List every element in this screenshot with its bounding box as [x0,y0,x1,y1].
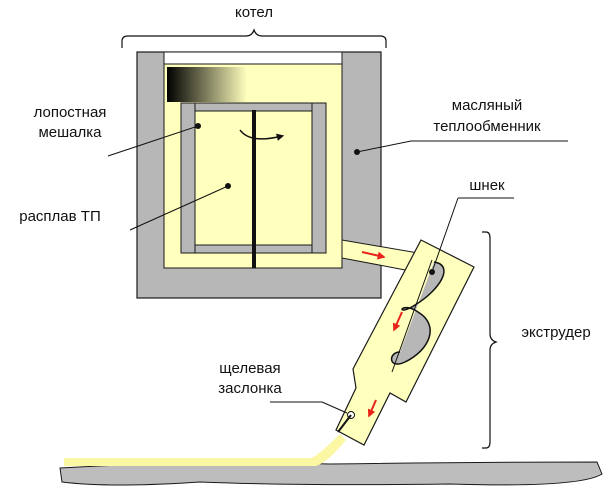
label-screw: шнек [469,177,505,194]
label-oil-1: масляный [452,97,522,114]
label-mixer-2: мешалка [38,124,102,141]
label-kotel: котел [235,4,273,21]
flow-arrow-outlet [367,399,377,418]
label-melt: расплав ТП [19,208,100,225]
mixer-frame-right [311,102,327,254]
label-oil-2: теплообменник [433,118,541,135]
kettle-bracket [121,28,387,48]
screw-axis [391,259,433,373]
kettle-top-gap [163,51,343,65]
mixer-frame-top [180,102,327,112]
leader-melt-dot [225,183,231,189]
gate-blade [337,414,352,433]
flow-arrow-barrel [392,311,403,332]
leader-oil-dot [354,149,360,155]
leader-melt [129,185,229,231]
leader-mixer [107,125,199,157]
leader-mixer-dot [195,123,201,129]
mixer-frame-left [180,102,196,254]
label-mixer-1: лопостная [34,104,107,121]
melt-surface-shade [167,67,247,102]
screw [390,261,445,365]
rotation-arrow [239,129,285,141]
leader-gate-diag [321,401,348,414]
leader-screw [431,197,459,273]
label-gate-1: щелевая [219,360,280,377]
flow-arrow-pipe [361,251,386,260]
label-gate-2: заслонка [218,380,282,397]
melt-stream [64,434,346,466]
extruder-bracket [482,231,498,449]
label-extruder: экструдер [521,324,590,341]
leader-screw-dot [429,269,435,275]
leader-oil [356,140,412,153]
